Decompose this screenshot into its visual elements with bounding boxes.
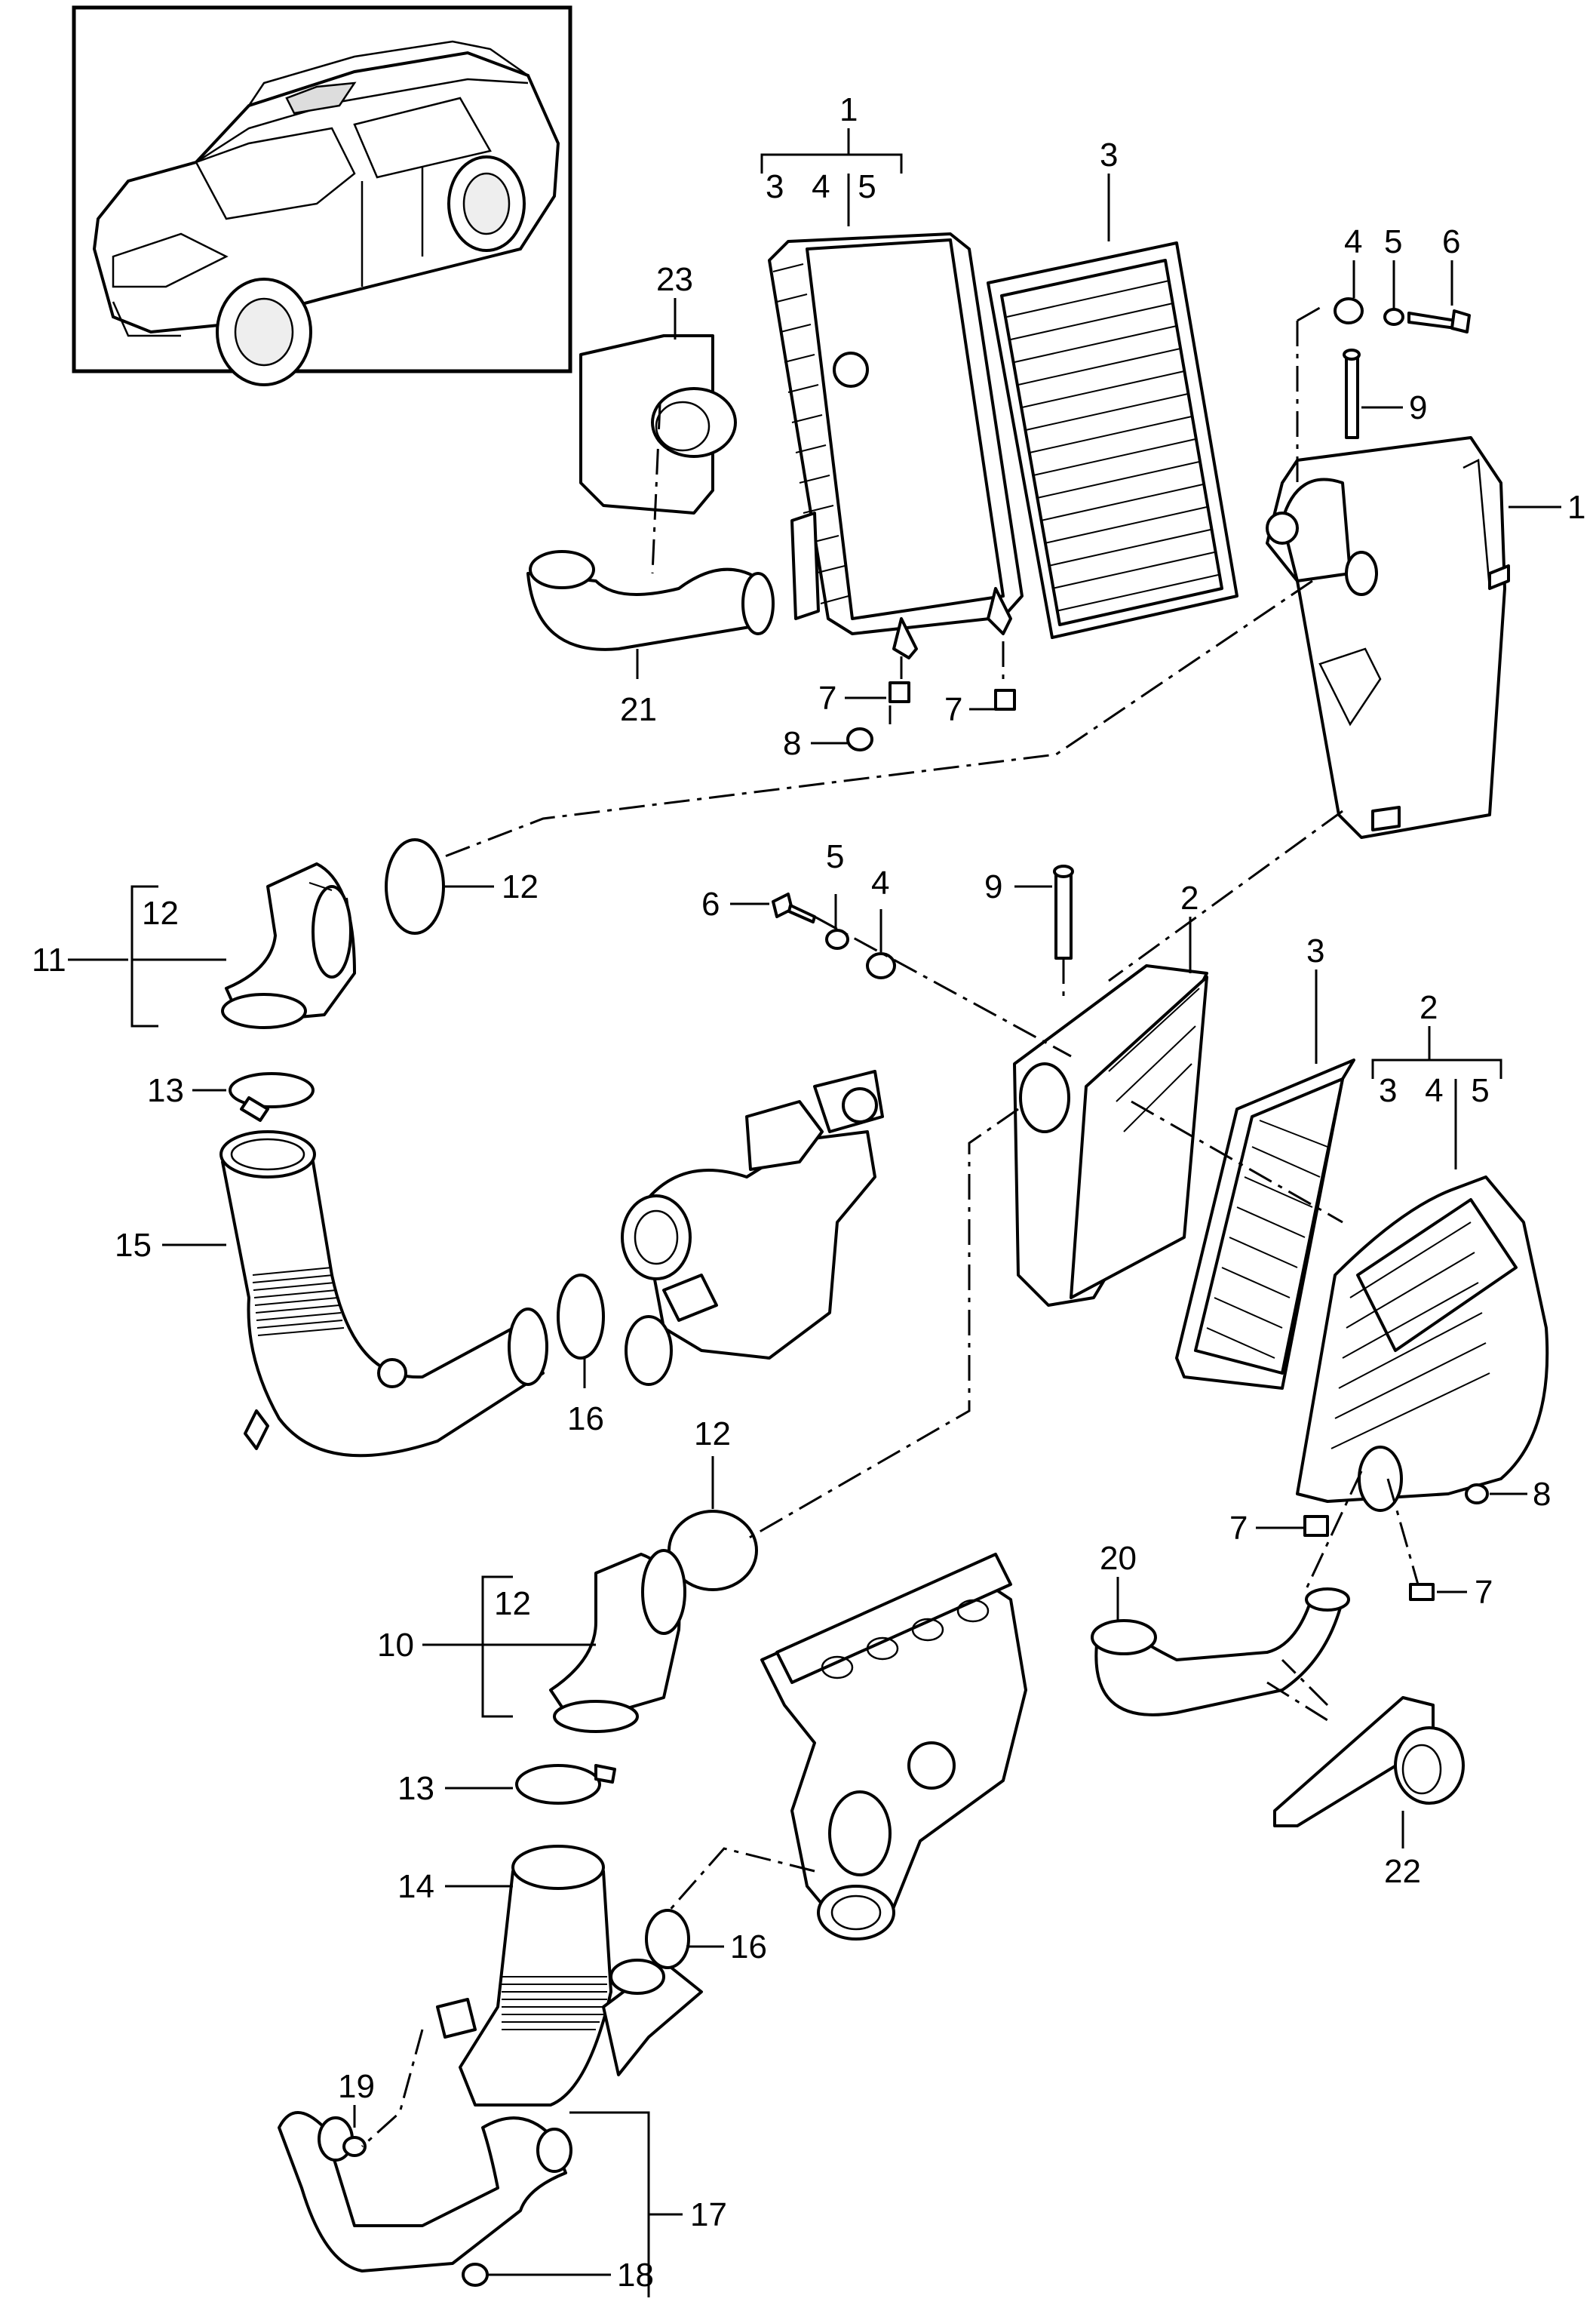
turbocharger-lower	[760, 1553, 1027, 1941]
callout-21: 21	[620, 691, 657, 728]
intake-pipe-left	[219, 1130, 548, 1458]
air-filter-housing-upper	[768, 232, 1024, 659]
vent-hose-assembly	[278, 2111, 572, 2287]
air-guide-upper	[579, 334, 737, 515]
hose-clamp-18	[462, 2263, 489, 2287]
callout-5-mid: 5	[826, 838, 844, 875]
filter-pleats-mid	[1206, 1120, 1328, 1359]
air-guide-low	[1273, 1696, 1465, 1827]
leader-lines	[68, 128, 1561, 2297]
box-ribs-right	[1331, 1221, 1490, 1449]
callout-17: 17	[690, 2196, 727, 2233]
mounting-hardware-mid	[772, 865, 1074, 979]
callout-10: 10	[377, 1627, 414, 1664]
bellows-section-left	[252, 1267, 345, 1336]
hose-clamp-mid	[557, 1274, 605, 1360]
alignment-lines	[361, 304, 1420, 2148]
callout-12-bracket-low: 12	[494, 1585, 531, 1622]
mounting-hardware-upper	[846, 297, 1471, 751]
turbocharger-upper	[621, 1070, 884, 1386]
callout-7-mid-b: 7	[1475, 1574, 1493, 1611]
hose-clamp-19	[342, 2136, 367, 2157]
vehicle-inset	[72, 5, 572, 386]
bellows-section-low	[502, 1976, 607, 2030]
housing-ribs	[772, 263, 849, 604]
callout-20: 20	[1100, 1540, 1137, 1577]
callout-3-top: 3	[1100, 137, 1118, 174]
manifold-ports	[821, 1599, 990, 1679]
callout-8-mid: 8	[1533, 1476, 1551, 1513]
callout-18: 18	[617, 2257, 654, 2294]
intake-elbow-low	[549, 1549, 686, 1733]
callout-12-ring-low: 12	[694, 1415, 731, 1452]
callout-4-top: 4	[1344, 223, 1362, 260]
hose-clamp-left	[229, 1072, 315, 1122]
intake-duct-low	[1091, 1587, 1350, 1716]
callout-13-top: 13	[147, 1072, 184, 1109]
intake-pipe-low	[436, 1845, 703, 2107]
intake-elbow-left	[221, 862, 356, 1029]
callout-2-right: 2	[1420, 989, 1438, 1026]
callout-7-b: 7	[944, 691, 962, 728]
callout-16-low: 16	[730, 1928, 767, 1965]
air-filter-lower-box-upper-right	[1266, 436, 1510, 839]
callout-7-a: 7	[818, 680, 836, 717]
hose-clamp-low	[515, 1764, 616, 1805]
callout-12-bracket-top: 12	[142, 895, 179, 932]
callout-2-sub: 3 4 5	[1379, 1072, 1490, 1109]
callout-12-ring-top: 12	[502, 868, 539, 905]
air-filter-element-upper	[987, 241, 1238, 639]
callout-15: 15	[115, 1227, 152, 1264]
callout-5-top: 5	[1384, 223, 1402, 260]
hose-clamp-low-turbo	[645, 1909, 690, 1969]
callout-2-mid: 2	[1180, 880, 1199, 917]
callout-8-top: 8	[783, 725, 801, 762]
callout-23: 23	[656, 261, 693, 298]
callout-16-top: 16	[567, 1400, 604, 1437]
filter-pleats-upper	[1006, 280, 1219, 612]
vehicle-illustration	[92, 40, 560, 386]
callout-13-low: 13	[397, 1770, 434, 1807]
callout-1-right: 1	[1567, 489, 1585, 526]
callout-9-mid: 9	[984, 868, 1002, 905]
callout-22: 22	[1384, 1853, 1421, 1890]
callout-6-top: 6	[1442, 223, 1460, 260]
callout-7-mid-a: 7	[1229, 1510, 1248, 1547]
sealing-ring-left	[385, 838, 445, 935]
callout-1-top: 1	[839, 91, 858, 128]
callout-4-mid: 4	[871, 865, 889, 902]
air-filter-box-right	[1296, 1175, 1549, 1601]
callout-labels: 1 3 4 5 3 23 21 4 5 6 9 1 7 7 8 11 12 12…	[32, 91, 1585, 2294]
callout-6-mid: 6	[701, 886, 720, 923]
callout-11: 11	[32, 942, 66, 979]
air-filter-cover-mid	[1013, 964, 1208, 1307]
callout-19: 19	[338, 2068, 375, 2105]
callout-14: 14	[397, 1868, 434, 1905]
callout-9-top: 9	[1409, 389, 1427, 426]
callout-3-mid: 3	[1306, 933, 1324, 970]
intake-duct-upper	[526, 512, 820, 651]
callout-1-sub: 3 4 5	[766, 168, 876, 205]
air-filter-element-mid	[1175, 1059, 1355, 1390]
